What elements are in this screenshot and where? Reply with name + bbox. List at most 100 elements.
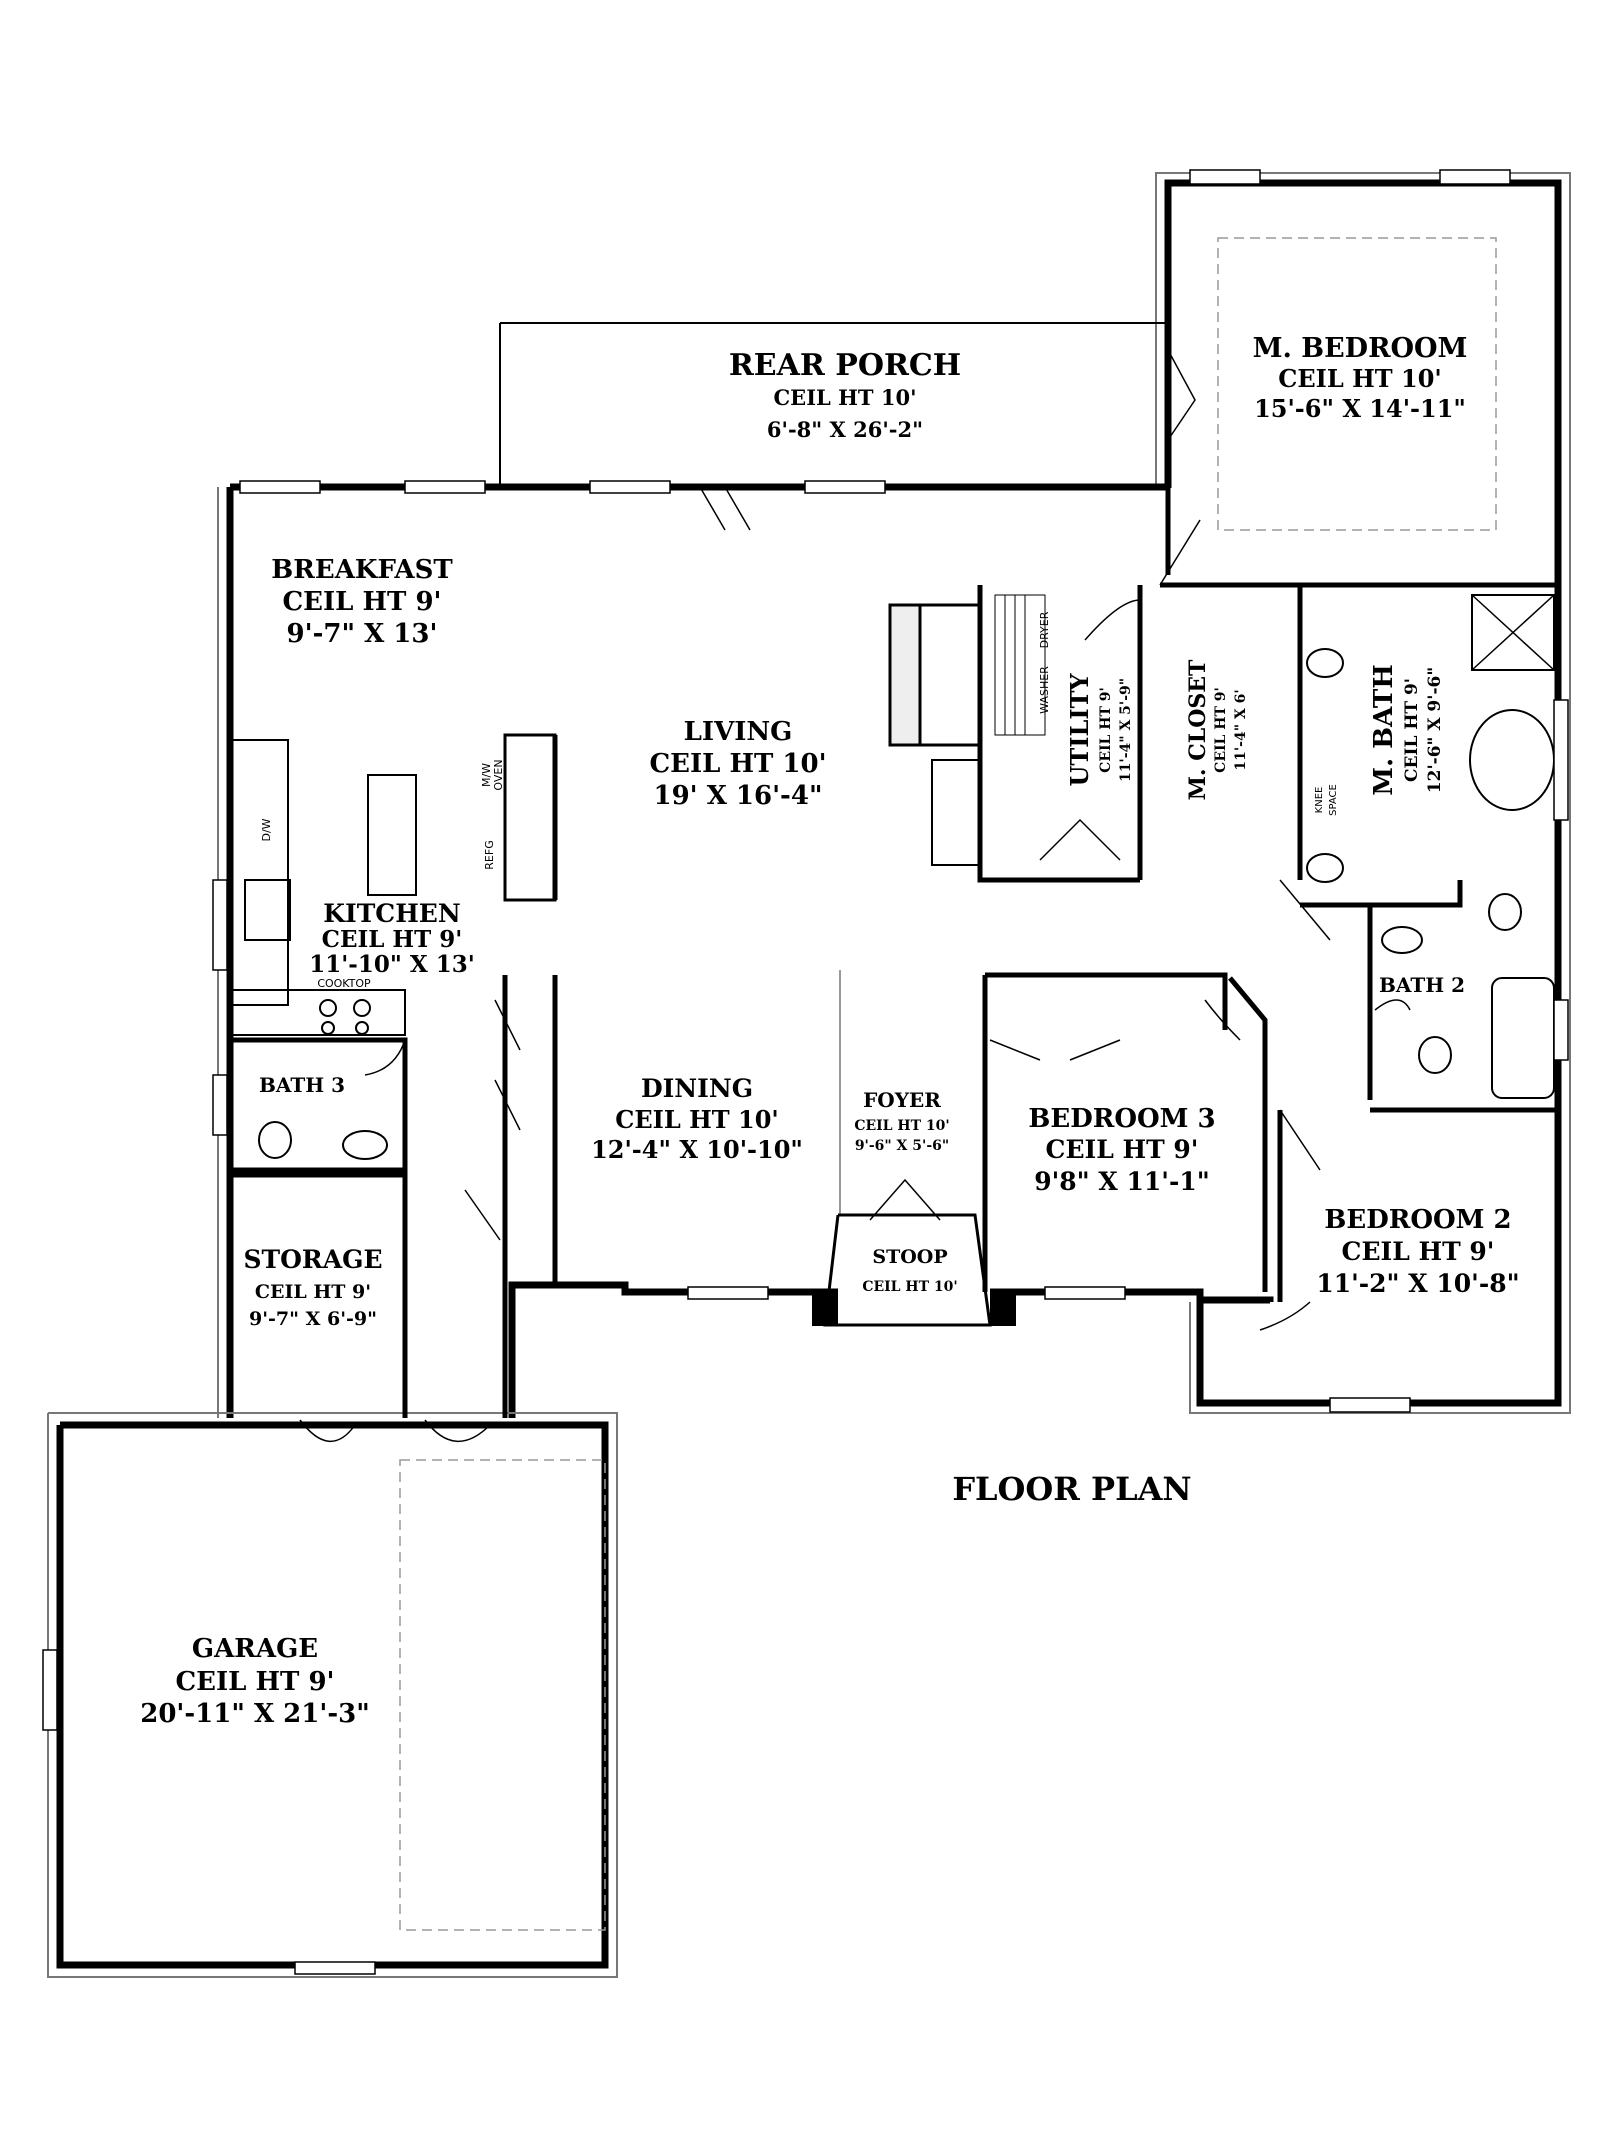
closet-door: [1039, 818, 1121, 861]
bath3-sink: [342, 1130, 388, 1160]
fireplace: [888, 603, 982, 866]
master-shower: [1471, 594, 1555, 671]
bath3-walls: [230, 1037, 408, 1173]
window-living-1: [589, 480, 671, 494]
mbath-toilet: [1488, 893, 1522, 931]
window-kitchen: [212, 879, 228, 971]
plan-title: FLOOR PLAN: [952, 1470, 1191, 1508]
mbed-tray-ceiling: [1217, 237, 1497, 531]
space-label: SPACE: [1328, 784, 1339, 816]
washer-label: WASHER: [1038, 666, 1051, 714]
kitchen-island: [367, 774, 417, 896]
window-garage: [42, 1649, 58, 1731]
mw-label: M/W: [480, 763, 493, 787]
room-labels: REAR PORCH CEIL HT 10' 6'-8" X 26'-2" M.…: [140, 333, 1519, 1729]
foyer-dims: 9'-6" X 5'-6": [855, 1138, 949, 1154]
master-bedroom-name: M. BEDROOM: [1253, 333, 1468, 364]
living-dims: 19' X 16'-4": [654, 781, 823, 811]
knee-label: KNEE: [1314, 787, 1325, 814]
bath2-name: BATH 2: [1379, 973, 1465, 997]
hall-bath-door: [1279, 879, 1331, 941]
window-garage-bottom: [294, 1961, 376, 1975]
kitchen-name: KITCHEN: [323, 899, 460, 928]
mbath-sink-top: [1306, 648, 1344, 678]
fridge-oven-block: [503, 733, 557, 902]
utility-dims: 11'-4" X 5'-9": [1118, 678, 1134, 782]
window-bed2: [1329, 1397, 1411, 1413]
dining-ceil: CEIL HT 10': [615, 1105, 779, 1134]
rear-porch-name: REAR PORCH: [729, 348, 961, 383]
master-closet-name: M. CLOSET: [1185, 659, 1211, 800]
garage-walls: [56, 1421, 609, 1969]
bath2-toilet: [1418, 1036, 1452, 1074]
window-bath3: [212, 1074, 228, 1136]
bath3-toilet: [258, 1121, 292, 1159]
mbath-lower-wall: [1300, 880, 1463, 908]
kitchen-dims: 11'-10" X 13': [309, 951, 475, 978]
storage-dims: 9'-7" X 6'-9": [249, 1308, 377, 1330]
dining-name: DINING: [641, 1074, 753, 1103]
rear-french-door: [699, 486, 751, 531]
foyer-name: FOYER: [863, 1088, 941, 1112]
kitchen-sink: [244, 879, 291, 941]
storage-name: STORAGE: [243, 1245, 382, 1274]
garage-entry-door: [424, 1419, 491, 1442]
garage-ceil: CEIL HT 9': [175, 1667, 334, 1697]
bedroom3-name: BEDROOM 3: [1028, 1104, 1215, 1134]
mbath-sink-bottom: [1306, 853, 1344, 883]
bedroom2-ceil: CEIL HT 9': [1342, 1237, 1495, 1266]
garage-door-outline: [399, 1459, 606, 1931]
kitchen-counter-left: [229, 739, 289, 1006]
utility-ceil: CEIL HT 9': [1098, 687, 1114, 773]
bedroom2-name: BEDROOM 2: [1324, 1205, 1511, 1235]
cooktop-burner-4: [355, 1021, 369, 1035]
window-mbath: [1553, 699, 1569, 821]
front-door: [869, 1178, 941, 1221]
bath2-tub: [1491, 977, 1555, 1099]
bath3-door: [364, 1039, 406, 1076]
shower-cross-b: [1471, 594, 1555, 671]
window-breakfast-1: [239, 480, 321, 494]
cooktop-burner-2: [353, 999, 371, 1017]
bath2-door: [1374, 999, 1411, 1011]
mbed-entry-door: [1159, 519, 1201, 586]
windows: [42, 169, 1569, 1975]
bedroom2-dims: 11'-2" X 10'-8": [1316, 1269, 1519, 1298]
garage-dims: 20'-11" X 21'-3": [140, 1699, 370, 1729]
oven-label: OVEN: [492, 759, 505, 790]
stoop-name: STOOP: [872, 1246, 947, 1268]
refg-label: REFG: [483, 840, 496, 869]
bedroom3-right-wall: [1228, 976, 1268, 1292]
master-bath-name: M. BATH: [1369, 664, 1399, 796]
storage-ceil: CEIL HT 9': [255, 1281, 371, 1303]
utility-walls: [977, 585, 1140, 883]
cooktop-burner-1: [319, 999, 337, 1017]
plumbing-fixtures: [244, 648, 1522, 1160]
window-breakfast-2: [404, 480, 486, 494]
bed3-door: [1204, 999, 1241, 1041]
bed2-closet-door: [1259, 1301, 1311, 1331]
window-living-2: [804, 480, 886, 494]
storage-door: [299, 1419, 356, 1443]
window-bed3: [1044, 1286, 1126, 1300]
master-tub: [1469, 709, 1555, 811]
breakfast-dims: 9'-7" X 13': [287, 619, 438, 649]
utility-name: UTILITY: [1065, 673, 1094, 787]
foyer-ceil: CEIL HT 10': [854, 1118, 949, 1134]
breakfast-name: BREAKFAST: [271, 555, 453, 585]
living-name: LIVING: [684, 717, 793, 747]
master-closet-dims: 11'-4" X 6': [1233, 689, 1249, 770]
hall-door: [464, 1189, 501, 1241]
bedroom3-walls: [985, 972, 1228, 1030]
doors: [299, 349, 1411, 1443]
master-wing-hatch: [1155, 172, 1571, 1414]
master-bedroom-ceil: CEIL HT 10': [1278, 364, 1442, 393]
bedroom3-dims: 9'8" X 11'-1": [1034, 1167, 1210, 1196]
rear-porch-dims: 6'-8" X 26'-2": [767, 417, 923, 442]
cooktop-burner-3: [321, 1021, 335, 1035]
window-bath2: [1553, 999, 1569, 1061]
breakfast-ceil: CEIL HT 9': [282, 587, 441, 617]
bedroom3-ceil: CEIL HT 9': [1046, 1135, 1199, 1164]
stoop-pillar-left: [812, 1290, 838, 1326]
master-closet-ceil: CEIL HT 9': [1213, 687, 1229, 773]
